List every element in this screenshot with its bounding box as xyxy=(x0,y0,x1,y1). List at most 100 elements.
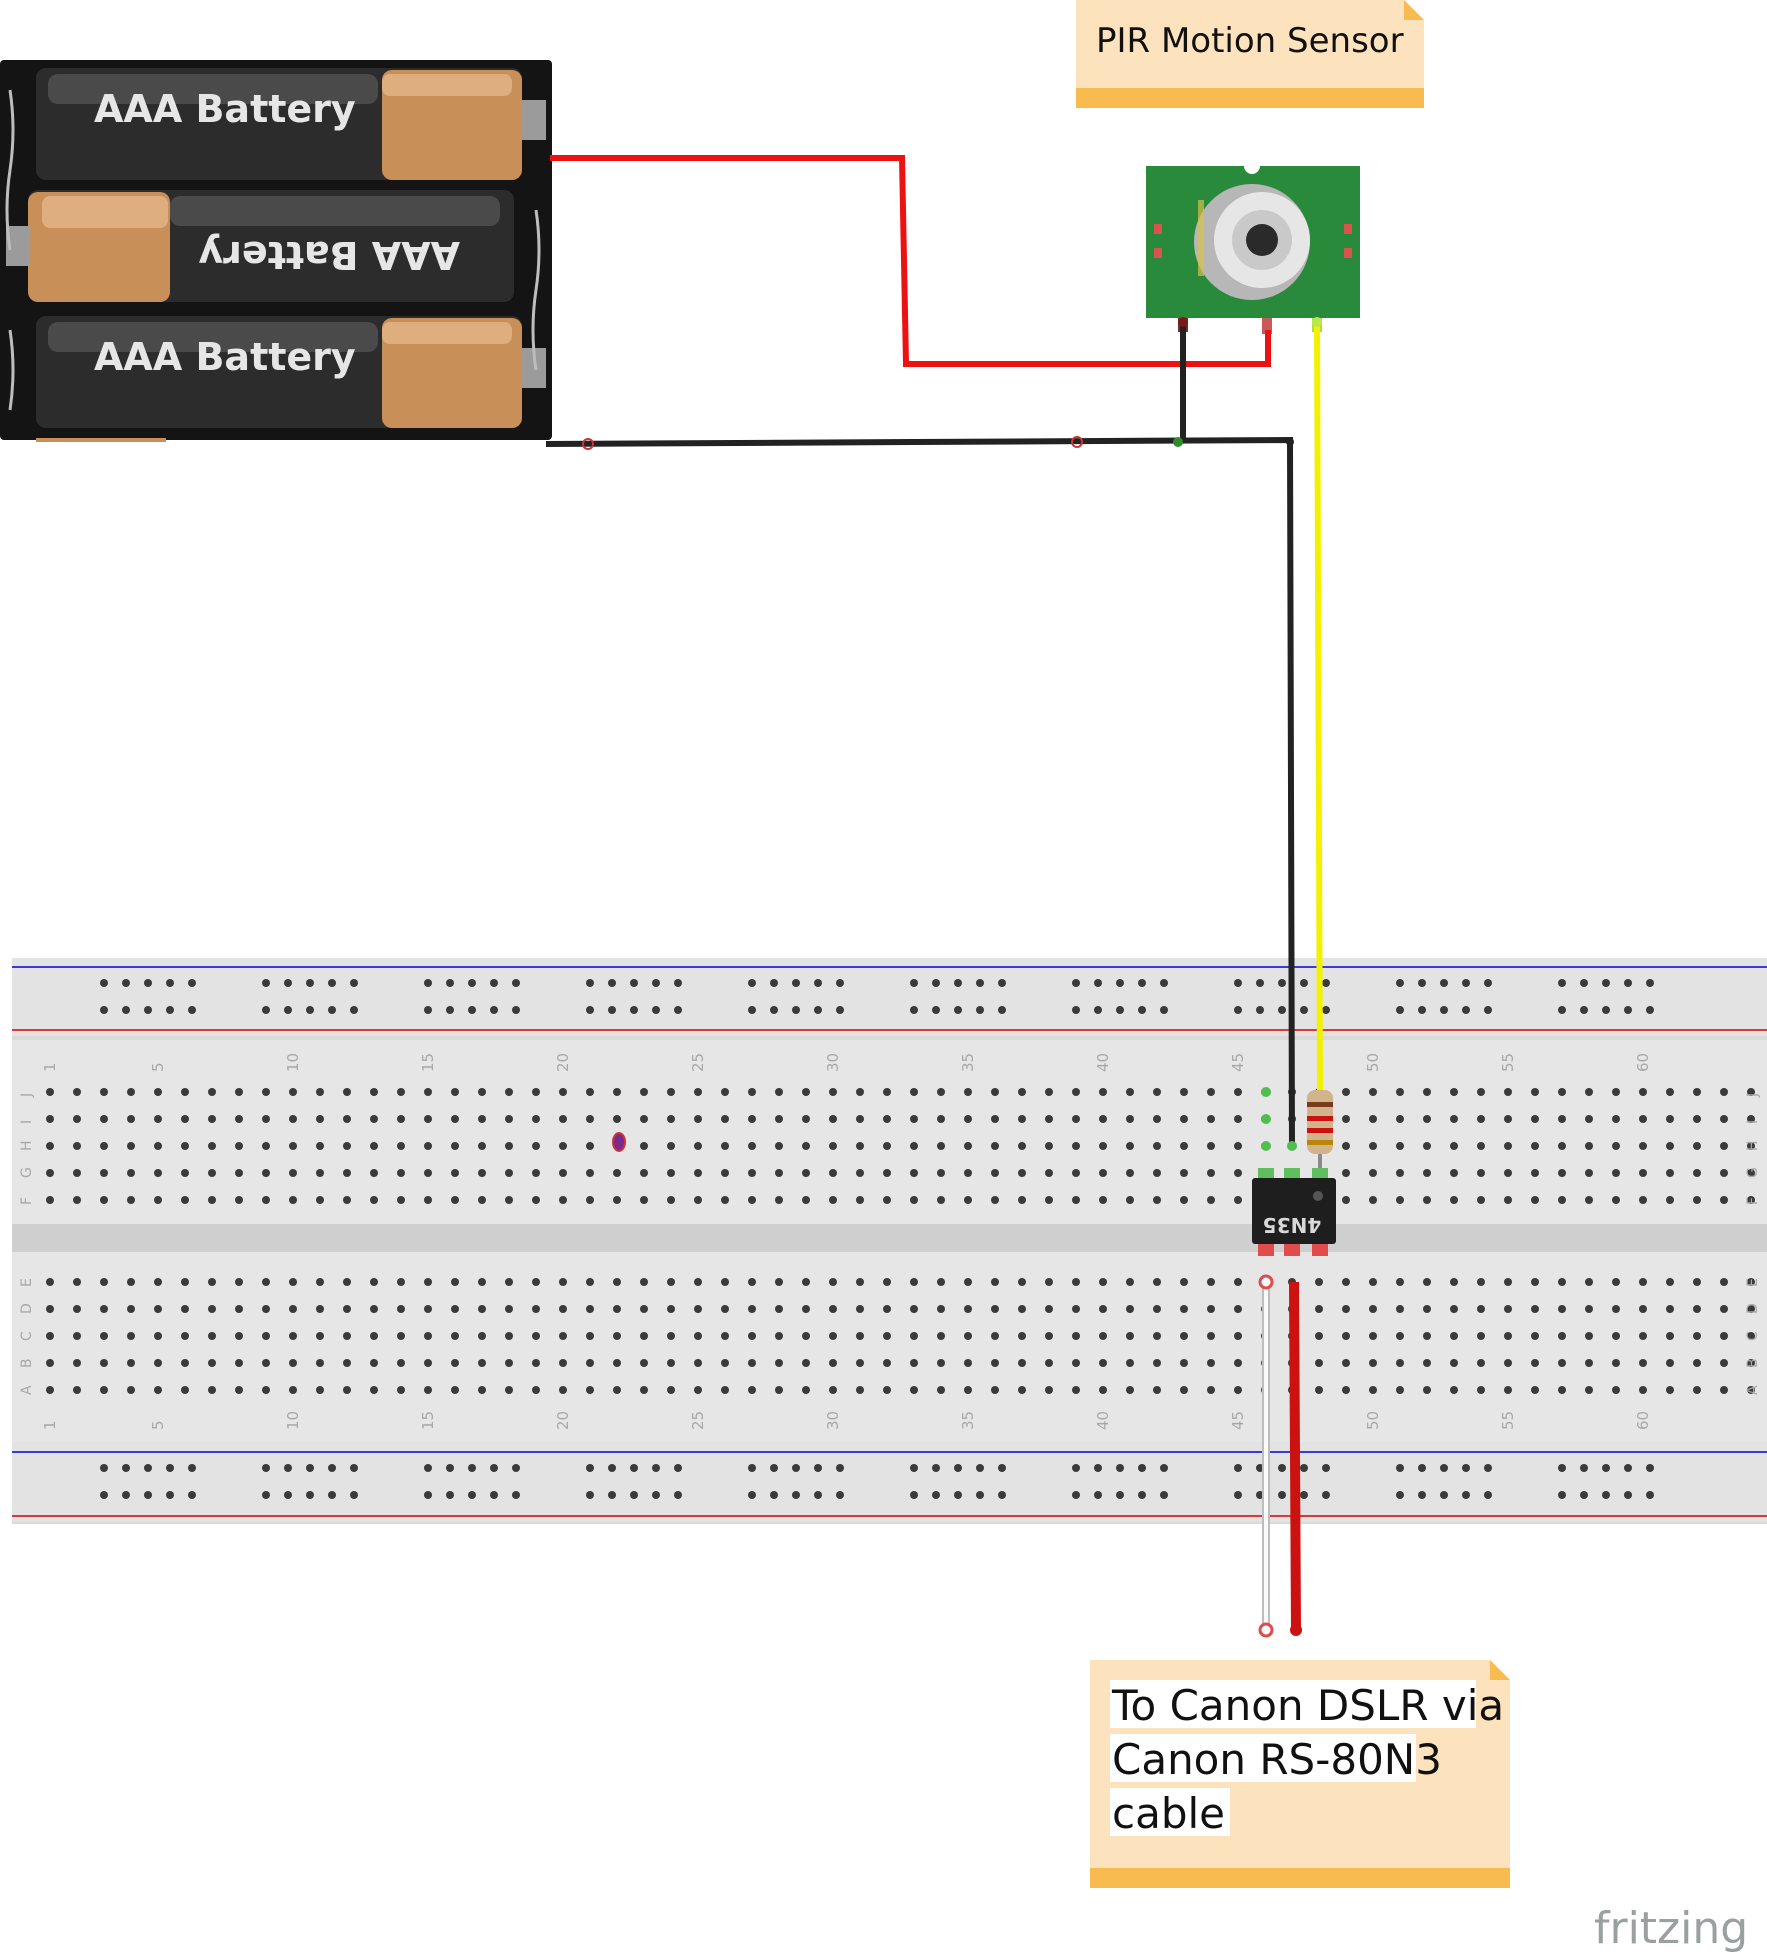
breadboard-hole[interactable] xyxy=(262,1386,270,1394)
breadboard-hole[interactable] xyxy=(1646,1491,1654,1499)
breadboard-hole[interactable] xyxy=(613,1278,621,1286)
breadboard-hole[interactable] xyxy=(1531,1115,1539,1123)
breadboard-hole[interactable] xyxy=(1666,1142,1674,1150)
breadboard-hole[interactable] xyxy=(1153,1115,1161,1123)
breadboard-hole[interactable] xyxy=(1747,1332,1755,1340)
breadboard-hole[interactable] xyxy=(208,1359,216,1367)
breadboard-hole[interactable] xyxy=(532,1088,540,1096)
breadboard-hole[interactable] xyxy=(721,1088,729,1096)
breadboard-hole[interactable] xyxy=(154,1332,162,1340)
breadboard-hole[interactable] xyxy=(73,1142,81,1150)
breadboard-hole[interactable] xyxy=(770,1491,778,1499)
breadboard-hole[interactable] xyxy=(1315,1305,1323,1313)
breadboard-hole[interactable] xyxy=(343,1386,351,1394)
breadboard-hole[interactable] xyxy=(802,1169,810,1177)
breadboard-hole[interactable] xyxy=(1234,1359,1242,1367)
breadboard-hole[interactable] xyxy=(1160,979,1168,987)
breadboard-hole[interactable] xyxy=(289,1305,297,1313)
breadboard-hole[interactable] xyxy=(721,1196,729,1204)
breadboard-hole[interactable] xyxy=(1504,1088,1512,1096)
resistor[interactable] xyxy=(1307,1090,1333,1172)
breadboard-hole[interactable] xyxy=(1693,1115,1701,1123)
breadboard-hole[interactable] xyxy=(770,1006,778,1014)
breadboard-hole[interactable] xyxy=(1369,1332,1377,1340)
breadboard-hole[interactable] xyxy=(1747,1088,1755,1096)
breadboard-hole[interactable] xyxy=(316,1386,324,1394)
breadboard-hole[interactable] xyxy=(1045,1142,1053,1150)
breadboard-hole[interactable] xyxy=(1639,1196,1647,1204)
breadboard-hole[interactable] xyxy=(1558,1006,1566,1014)
breadboard-hole[interactable] xyxy=(991,1386,999,1394)
breadboard-hole[interactable] xyxy=(802,1359,810,1367)
breadboard-hole[interactable] xyxy=(235,1196,243,1204)
breadboard-hole[interactable] xyxy=(1072,1305,1080,1313)
breadboard-hole[interactable] xyxy=(1639,1332,1647,1340)
breadboard-hole[interactable] xyxy=(608,1491,616,1499)
breadboard-hole[interactable] xyxy=(424,1115,432,1123)
breadboard-hole[interactable] xyxy=(1396,1386,1404,1394)
breadboard-hole[interactable] xyxy=(166,1006,174,1014)
breadboard-hole[interactable] xyxy=(1484,1491,1492,1499)
breadboard-hole[interactable] xyxy=(1045,1088,1053,1096)
breadboard-hole[interactable] xyxy=(1747,1196,1755,1204)
breadboard-hole[interactable] xyxy=(262,979,270,987)
breadboard-hole[interactable] xyxy=(829,1169,837,1177)
breadboard-hole[interactable] xyxy=(613,1169,621,1177)
breadboard-hole[interactable] xyxy=(262,1491,270,1499)
breadboard-hole[interactable] xyxy=(1504,1386,1512,1394)
breadboard-hole[interactable] xyxy=(586,1169,594,1177)
breadboard-hole[interactable] xyxy=(667,1142,675,1150)
breadboard-hole[interactable] xyxy=(1126,1305,1134,1313)
breadboard-hole[interactable] xyxy=(559,1196,567,1204)
breadboard-hole[interactable] xyxy=(836,1491,844,1499)
breadboard-hole[interactable] xyxy=(954,1491,962,1499)
breadboard-hole[interactable] xyxy=(73,1196,81,1204)
breadboard-hole[interactable] xyxy=(1531,1332,1539,1340)
breadboard-hole[interactable] xyxy=(748,1169,756,1177)
breadboard-hole[interactable] xyxy=(166,979,174,987)
breadboard-hole[interactable] xyxy=(1116,1006,1124,1014)
breadboard-hole[interactable] xyxy=(1342,1386,1350,1394)
breadboard-hole[interactable] xyxy=(328,1464,336,1472)
breadboard-hole[interactable] xyxy=(127,1305,135,1313)
breadboard-hole[interactable] xyxy=(964,1115,972,1123)
breadboard-hole[interactable] xyxy=(1396,1088,1404,1096)
breadboard-hole[interactable] xyxy=(1666,1088,1674,1096)
breadboard-hole[interactable] xyxy=(586,1142,594,1150)
breadboard-hole[interactable] xyxy=(910,1386,918,1394)
breadboard-hole[interactable] xyxy=(829,1359,837,1367)
breadboard-hole[interactable] xyxy=(910,1088,918,1096)
breadboard-hole[interactable] xyxy=(284,979,292,987)
breadboard-hole[interactable] xyxy=(1126,1278,1134,1286)
breadboard-hole[interactable] xyxy=(1278,1491,1286,1499)
breadboard-hole[interactable] xyxy=(1440,1491,1448,1499)
breadboard-hole[interactable] xyxy=(1072,1142,1080,1150)
breadboard-hole[interactable] xyxy=(1072,1278,1080,1286)
breadboard-hole[interactable] xyxy=(1484,979,1492,987)
breadboard-hole[interactable] xyxy=(306,1491,314,1499)
breadboard-hole[interactable] xyxy=(451,1278,459,1286)
breadboard-hole[interactable] xyxy=(1423,1115,1431,1123)
optocoupler-chip[interactable]: 4N35 xyxy=(1252,1168,1336,1256)
breadboard-hole[interactable] xyxy=(181,1305,189,1313)
breadboard-hole[interactable] xyxy=(505,1142,513,1150)
breadboard-hole[interactable] xyxy=(586,1006,594,1014)
breadboard-hole[interactable] xyxy=(316,1278,324,1286)
breadboard-hole[interactable] xyxy=(397,1305,405,1313)
breadboard-hole[interactable] xyxy=(1666,1169,1674,1177)
breadboard-hole[interactable] xyxy=(397,1332,405,1340)
breadboard-hole[interactable] xyxy=(1160,1491,1168,1499)
breadboard-hole[interactable] xyxy=(829,1332,837,1340)
breadboard-hole[interactable] xyxy=(954,1006,962,1014)
breadboard-hole[interactable] xyxy=(1126,1142,1134,1150)
breadboard-hole[interactable] xyxy=(1666,1278,1674,1286)
breadboard-hole[interactable] xyxy=(1418,1464,1426,1472)
breadboard-hole[interactable] xyxy=(505,1386,513,1394)
breadboard-hole[interactable] xyxy=(856,1169,864,1177)
breadboard-hole[interactable] xyxy=(1720,1332,1728,1340)
breadboard-hole[interactable] xyxy=(559,1142,567,1150)
breadboard-hole[interactable] xyxy=(775,1359,783,1367)
breadboard-hole[interactable] xyxy=(446,1006,454,1014)
breadboard-hole[interactable] xyxy=(235,1305,243,1313)
